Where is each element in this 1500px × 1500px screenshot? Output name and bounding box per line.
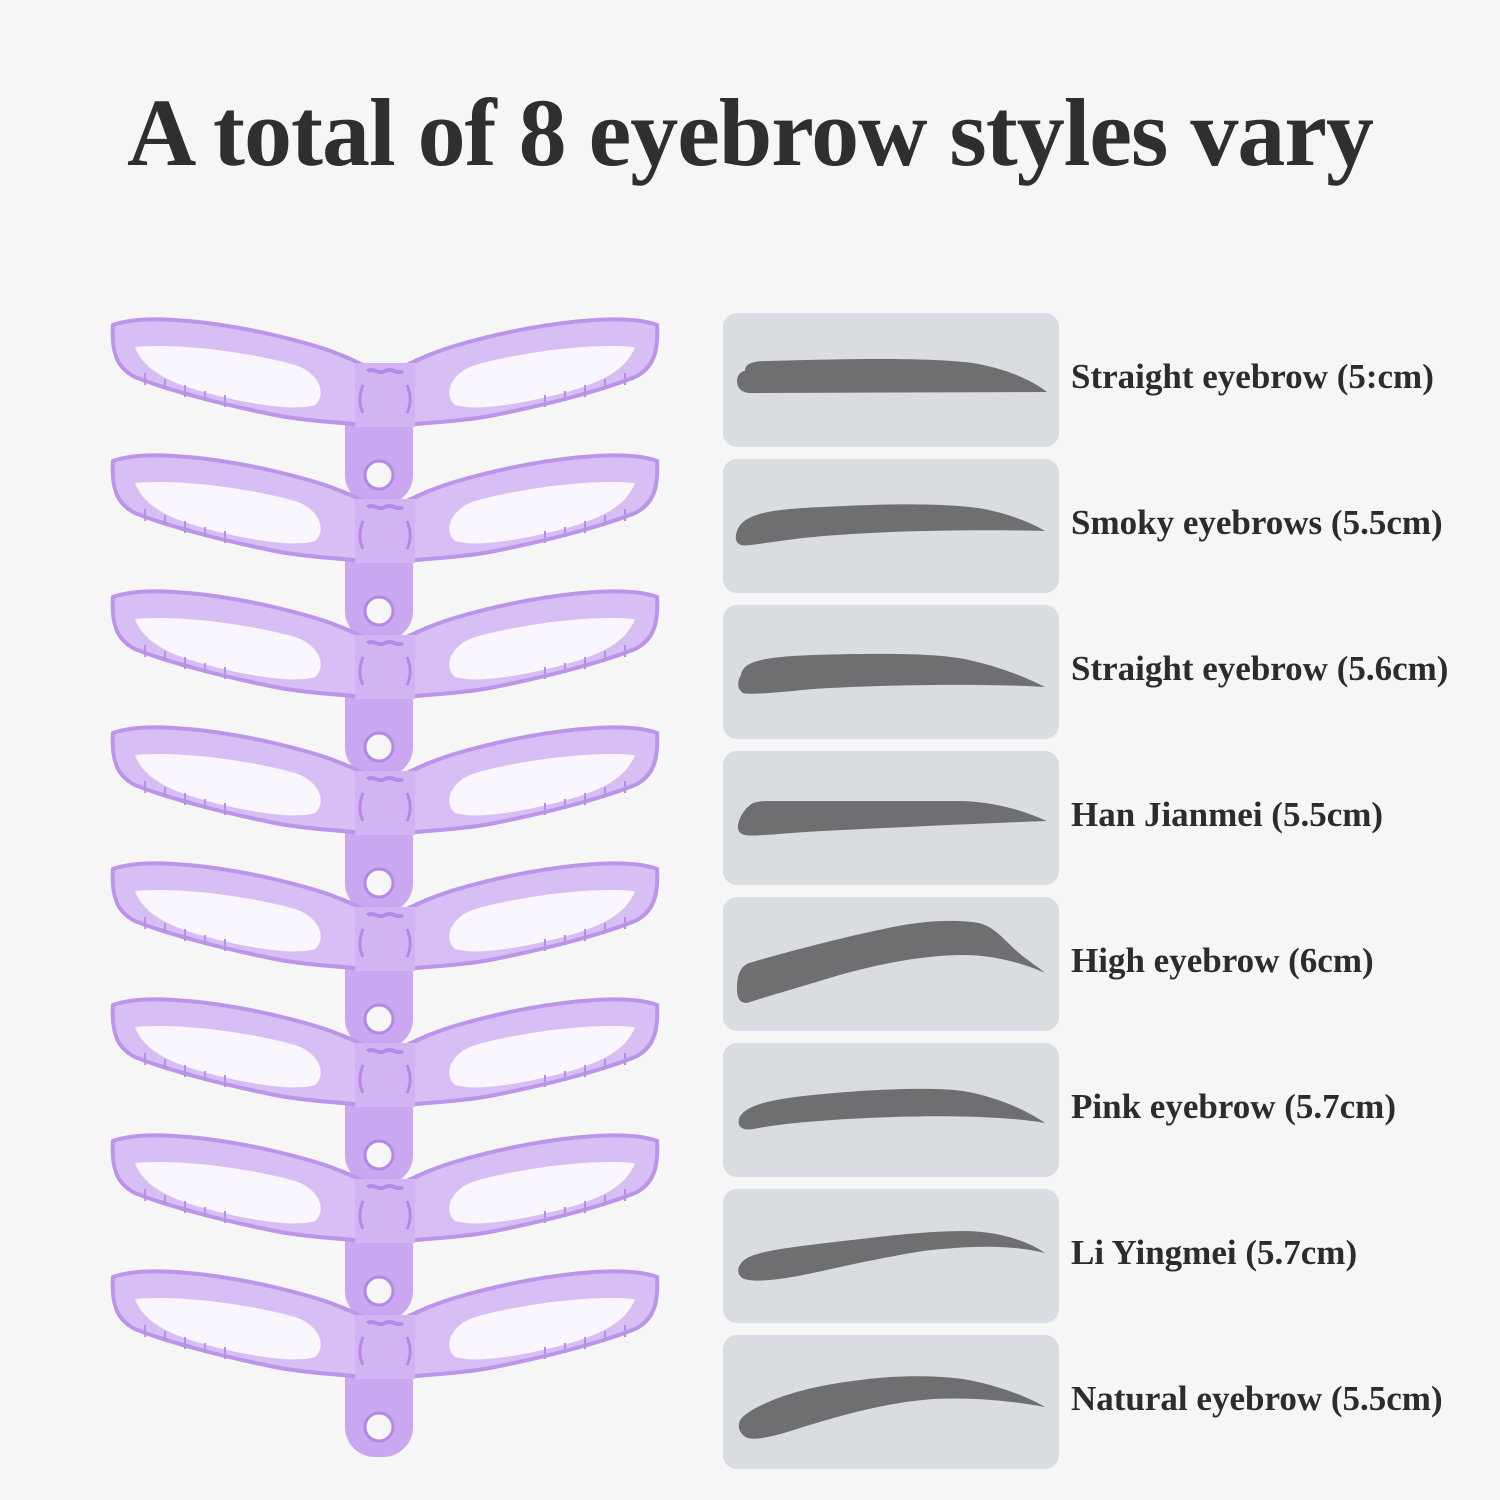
stencil-stack [105,305,665,1495]
flat-blade-brow-icon [737,801,1047,836]
brow-card [723,897,1059,1031]
style-label: Straight eyebrow (5.6cm) [1071,649,1449,688]
eyebrow-stencil-icon [105,1257,665,1462]
brow-card [723,1043,1059,1177]
style-row-natural: Natural eyebrow (5.5cm) [723,1335,1500,1471]
style-label: High eyebrow (6cm) [1071,941,1374,980]
style-row-smoky: Smoky eyebrows (5.5cm) [723,459,1500,595]
brow-card [723,605,1059,739]
eyebrow-stencil-icon [105,441,665,646]
style-row-han-jianmei: Han Jianmei (5.5cm) [723,751,1500,887]
eyebrow-stencil-icon [105,1121,665,1326]
brow-card [723,1189,1059,1323]
brow-card [723,459,1059,593]
eyebrow-stencil-icon [105,305,665,510]
style-row-high: High eyebrow (6cm) [723,897,1500,1033]
style-label: Straight eyebrow (5:cm) [1071,357,1434,396]
high-arch-brow-icon [737,920,1045,1003]
rising-brow-icon [738,1231,1045,1281]
straight-brow-icon [737,359,1047,393]
soft-arch-brow-icon [738,1088,1045,1130]
style-row-pink: Pink eyebrow (5.7cm) [723,1043,1500,1179]
brow-card [723,751,1059,885]
style-label: Natural eyebrow (5.5cm) [1071,1379,1443,1418]
eyebrow-stencil-icon [105,577,665,782]
eyebrow-stencil-icon [105,849,665,1054]
style-row-li-yingmei: Li Yingmei (5.7cm) [723,1189,1500,1325]
brow-card [723,1335,1059,1469]
style-label: Pink eyebrow (5.7cm) [1071,1087,1396,1126]
style-label: Han Jianmei (5.5cm) [1071,795,1384,834]
page-title: A total of 8 eyebrow styles vary [127,79,1374,186]
smoky-brow-icon [735,504,1045,546]
style-row-straight-56: Straight eyebrow (5.6cm) [723,605,1500,741]
eyebrow-stencil-icon [105,985,665,1190]
brow-card [723,313,1059,447]
style-label: Smoky eyebrows (5.5cm) [1071,503,1443,542]
natural-arch-brow-icon [738,1376,1045,1439]
style-label: Li Yingmei (5.7cm) [1071,1233,1358,1272]
eyebrow-stencil-icon [105,713,665,918]
style-row-straight: Straight eyebrow (5:cm) [723,313,1500,449]
straight-curved-brow-icon [738,653,1045,694]
